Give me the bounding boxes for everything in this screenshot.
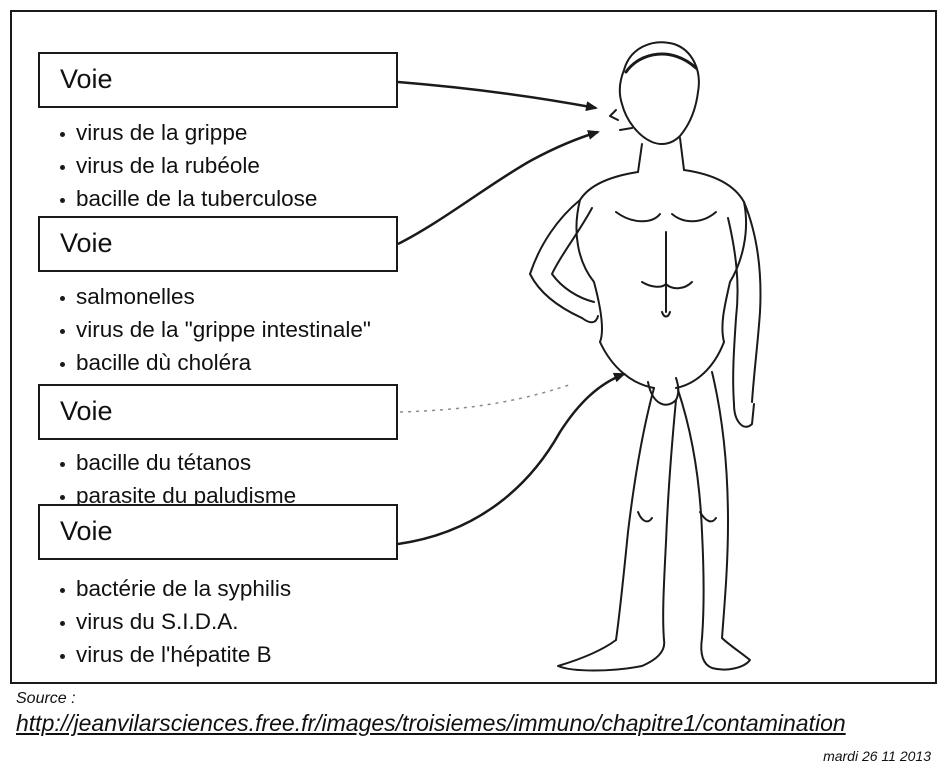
list-item: virus de l'hépatite B	[60, 638, 291, 671]
list-item: virus de la "grippe intestinale"	[60, 313, 371, 346]
list-item: salmonelles	[60, 280, 371, 313]
germ-list-1: virus de la grippe virus de la rubéole b…	[60, 116, 317, 215]
route-box-3: Voie	[38, 384, 398, 440]
route-box-4: Voie	[38, 504, 398, 560]
list-item: bacille de la tuberculose	[60, 182, 317, 215]
route-box-1: Voie	[38, 52, 398, 108]
germ-list-2: salmonelles virus de la "grippe intestin…	[60, 280, 371, 379]
source-label: Source :	[16, 690, 76, 708]
germ-list-4: bactérie de la syphilis virus du S.I.D.A…	[60, 572, 291, 671]
list-item: virus de la grippe	[60, 116, 317, 149]
list-item: bacille du tétanos	[60, 446, 296, 479]
list-item: bactérie de la syphilis	[60, 572, 291, 605]
list-item: virus de la rubéole	[60, 149, 317, 182]
route-box-2: Voie	[38, 216, 398, 272]
germ-list-3: bacille du tétanos parasite du paludisme	[60, 446, 296, 512]
list-item: bacille dù choléra	[60, 346, 371, 379]
list-item: virus du S.I.D.A.	[60, 605, 291, 638]
date-stamp: mardi 26 11 2013	[823, 748, 931, 764]
source-link[interactable]: http://jeanvilarsciences.free.fr/images/…	[16, 710, 846, 737]
diagram-frame: Voie virus de la grippe virus de la rubé…	[10, 10, 937, 684]
